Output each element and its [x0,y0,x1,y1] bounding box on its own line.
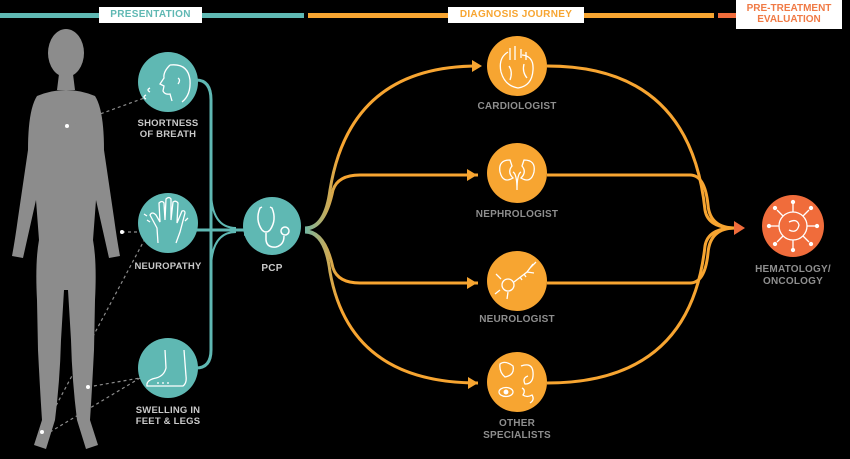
human-silhouette [12,29,120,449]
specialist-arrowheads [467,60,482,389]
specialist-circle-other [487,352,547,412]
fan-out-curves [304,64,479,385]
symptom-circle-swelling [138,338,198,398]
stethoscope-icon [257,206,290,248]
pre-treatment-bar [718,13,736,18]
specialist-circle-neurologist [487,251,547,311]
pointer-dots [40,124,124,434]
specialist-label-nephrologist: NEPHROLOGIST [475,209,559,220]
hematology-arrowhead [734,221,745,235]
merge-curves [546,64,736,385]
face-breath-icon [143,64,191,103]
symptom-circle-breath [138,52,198,112]
hand-icon [143,196,189,244]
pointer-lines [41,92,159,433]
specialist-circle-cardiologist [487,36,547,96]
specialist-label-neurologist: NEUROLOGIST [479,314,555,325]
symptom-circle-neuropathy [138,193,198,253]
symptom-label-swelling: SWELLING IN FEET & LEGS [135,405,201,427]
diagnosis-header: DIAGNOSIS JOURNEY [448,7,584,23]
presentation-header: PRESENTATION [99,7,202,23]
neuron-icon [494,261,537,300]
pcp-label: PCP [261,263,283,274]
specialist-label-other: OTHER SPECIALISTS [483,418,551,441]
heart-icon [499,46,534,89]
specialist-circle-nephrologist [487,143,547,203]
symptom-label-breath: SHORTNESS OF BREATH [137,118,199,140]
symptom-label-neuropathy: NEUROPATHY [134,261,202,272]
pre-treatment-header: PRE-TREATMENT EVALUATION [736,0,842,29]
organs-icon [498,361,534,404]
symptom-connectors [195,78,244,370]
cell-icon [766,199,820,253]
kidney-icon [499,159,535,191]
hematology-label: HEMATOLOGY/ ONCOLOGY [755,264,831,287]
specialist-label-cardiologist: CARDIOLOGIST [477,101,557,112]
foot-icon [146,349,187,387]
